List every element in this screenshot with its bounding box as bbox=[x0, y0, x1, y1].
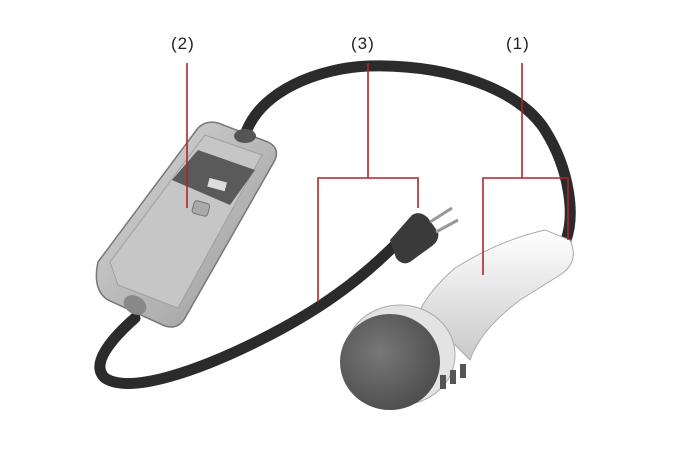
label-cable-plug: (3) bbox=[351, 34, 375, 53]
display-panel bbox=[172, 150, 255, 205]
lower-cable bbox=[94, 239, 401, 390]
control-box bbox=[95, 121, 278, 328]
label-handle: (1) bbox=[506, 34, 530, 53]
callout-lines bbox=[186, 63, 569, 302]
control-button bbox=[191, 200, 211, 217]
charging-handle bbox=[340, 229, 574, 410]
label-control-box: (2) bbox=[171, 34, 195, 53]
upper-cable bbox=[239, 60, 576, 246]
wall-plug bbox=[390, 206, 459, 264]
